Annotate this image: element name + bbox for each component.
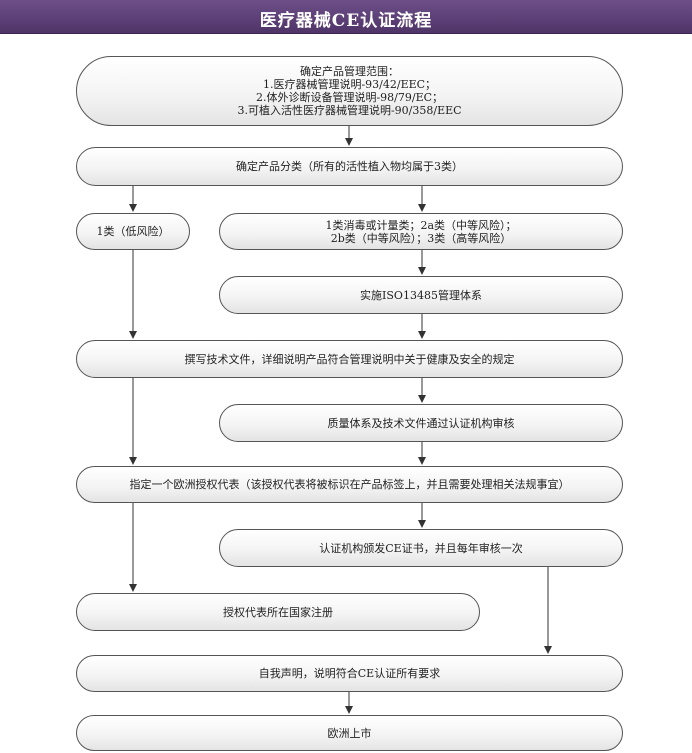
step-audit: 质量体系及技术文件通过认证机构审核 [219,404,623,442]
step-register: 授权代表所在国家注册 [76,593,480,631]
step-iso: 实施ISO13485管理体系 [219,276,623,314]
step-classify-text: 确定产品分类（所有的活性植入物均属于3类） [236,160,463,173]
step-certificate: 认证机构颁发CE证书，并且每年审核一次 [219,529,623,567]
step-scope: 确定产品管理范围： 1.医疗器械管理说明-93/42/EEC； 2.体外诊断设备… [76,56,623,126]
step-class-other-text: 1类消毒或计量类；2a类（中等风险）； 2b类（中等风险）；3类（高等风险） [325,218,517,245]
step-rep-text: 指定一个欧洲授权代表（该授权代表将被标识在产品标签上，并且需要处理相关法规事宜） [129,478,570,491]
step-market-text: 欧洲上市 [327,726,372,740]
step-audit-text: 质量体系及技术文件通过认证机构审核 [327,416,515,430]
step-declaration: 自我声明，说明符合CE认证所有要求 [76,655,623,692]
step-iso-text: 实施ISO13485管理体系 [360,288,482,302]
step-rep: 指定一个欧洲授权代表（该授权代表将被标识在产品标签上，并且需要处理相关法规事宜） [76,466,623,503]
step-market: 欧洲上市 [76,715,623,751]
step-certificate-text: 认证机构颁发CE证书，并且每年审核一次 [319,541,523,555]
step-scope-text: 确定产品管理范围： 1.医疗器械管理说明-93/42/EEC； 2.体外诊断设备… [237,65,462,117]
step-class-low: 1类（低风险） [76,213,190,250]
step-tech-file-text: 撰写技术文件，详细说明产品符合管理说明中关于健康及安全的规定 [184,352,515,366]
title-bar: 医疗器械CE认证流程 [0,0,692,34]
step-declaration-text: 自我声明，说明符合CE认证所有要求 [258,667,441,680]
step-register-text: 授权代表所在国家注册 [223,605,333,619]
step-classify: 确定产品分类（所有的活性植入物均属于3类） [76,147,623,186]
step-class-low-text: 1类（低风险） [96,225,170,238]
step-tech-file: 撰写技术文件，详细说明产品符合管理说明中关于健康及安全的规定 [76,340,623,378]
page-title: 医疗器械CE认证流程 [259,11,433,31]
step-class-other: 1类消毒或计量类；2a类（中等风险）； 2b类（中等风险）；3类（高等风险） [219,213,623,250]
